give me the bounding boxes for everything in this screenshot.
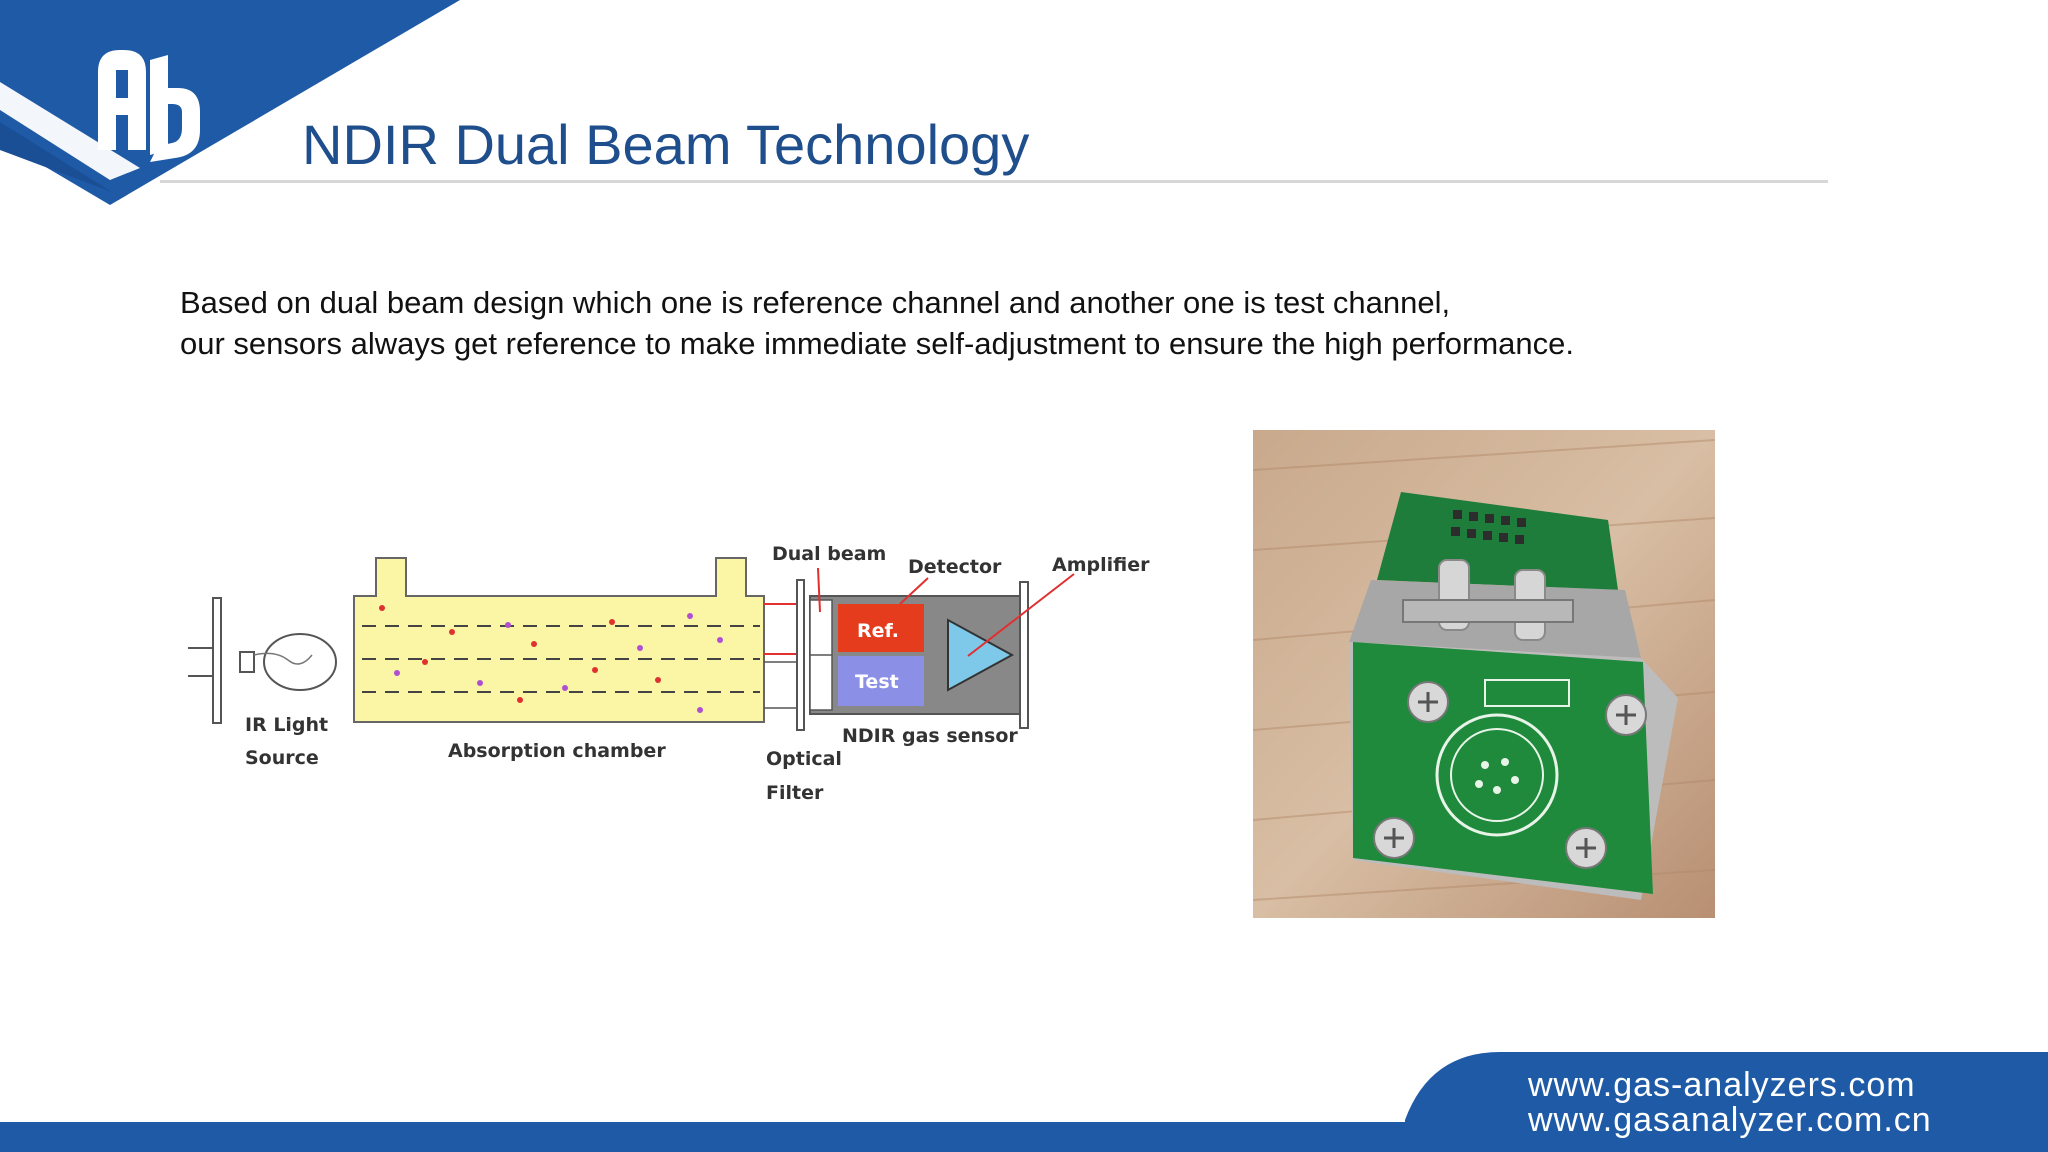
label-ndir-gas-sensor: NDIR gas sensor xyxy=(842,725,1018,747)
amplifier-icon xyxy=(947,618,1015,692)
label-amplifier: Amplifier xyxy=(1052,554,1150,576)
ir-light-source xyxy=(188,597,337,724)
sensor-photo xyxy=(1253,430,1715,918)
label-ir-light: IR Light xyxy=(245,714,328,736)
logo-banner xyxy=(0,0,460,205)
test-detector-block xyxy=(838,656,924,706)
optical-filter xyxy=(796,579,805,731)
footer-band xyxy=(0,1052,2048,1152)
label-ref: Ref. xyxy=(857,620,899,642)
description-line-2: our sensors always get reference to make… xyxy=(180,326,1574,361)
ndir-gas-sensor xyxy=(809,581,1029,729)
label-detector: Detector xyxy=(908,556,1002,578)
description-text: Based on dual beam design which one is r… xyxy=(180,282,1574,364)
absorption-chamber xyxy=(353,557,765,723)
label-test: Test xyxy=(855,671,899,693)
label-optical: Optical xyxy=(766,748,842,770)
ndir-diagram: IR Light Source Absorption chamber Optic… xyxy=(188,543,1150,804)
footer-website-link-1[interactable]: www.gas-analyzers.com xyxy=(1528,1066,1916,1104)
company-logo-icon xyxy=(98,50,200,162)
title-divider xyxy=(160,180,1828,183)
label-dual-beam: Dual beam xyxy=(772,543,886,565)
label-source: Source xyxy=(245,747,319,769)
description-line-1: Based on dual beam design which one is r… xyxy=(180,285,1451,320)
label-absorption-chamber: Absorption chamber xyxy=(448,740,666,762)
page-title: NDIR Dual Beam Technology xyxy=(302,113,1030,176)
ref-detector-block xyxy=(838,604,924,652)
footer-website-link-2[interactable]: www.gasanalyzer.com.cn xyxy=(1528,1101,1932,1139)
label-filter: Filter xyxy=(766,782,824,804)
